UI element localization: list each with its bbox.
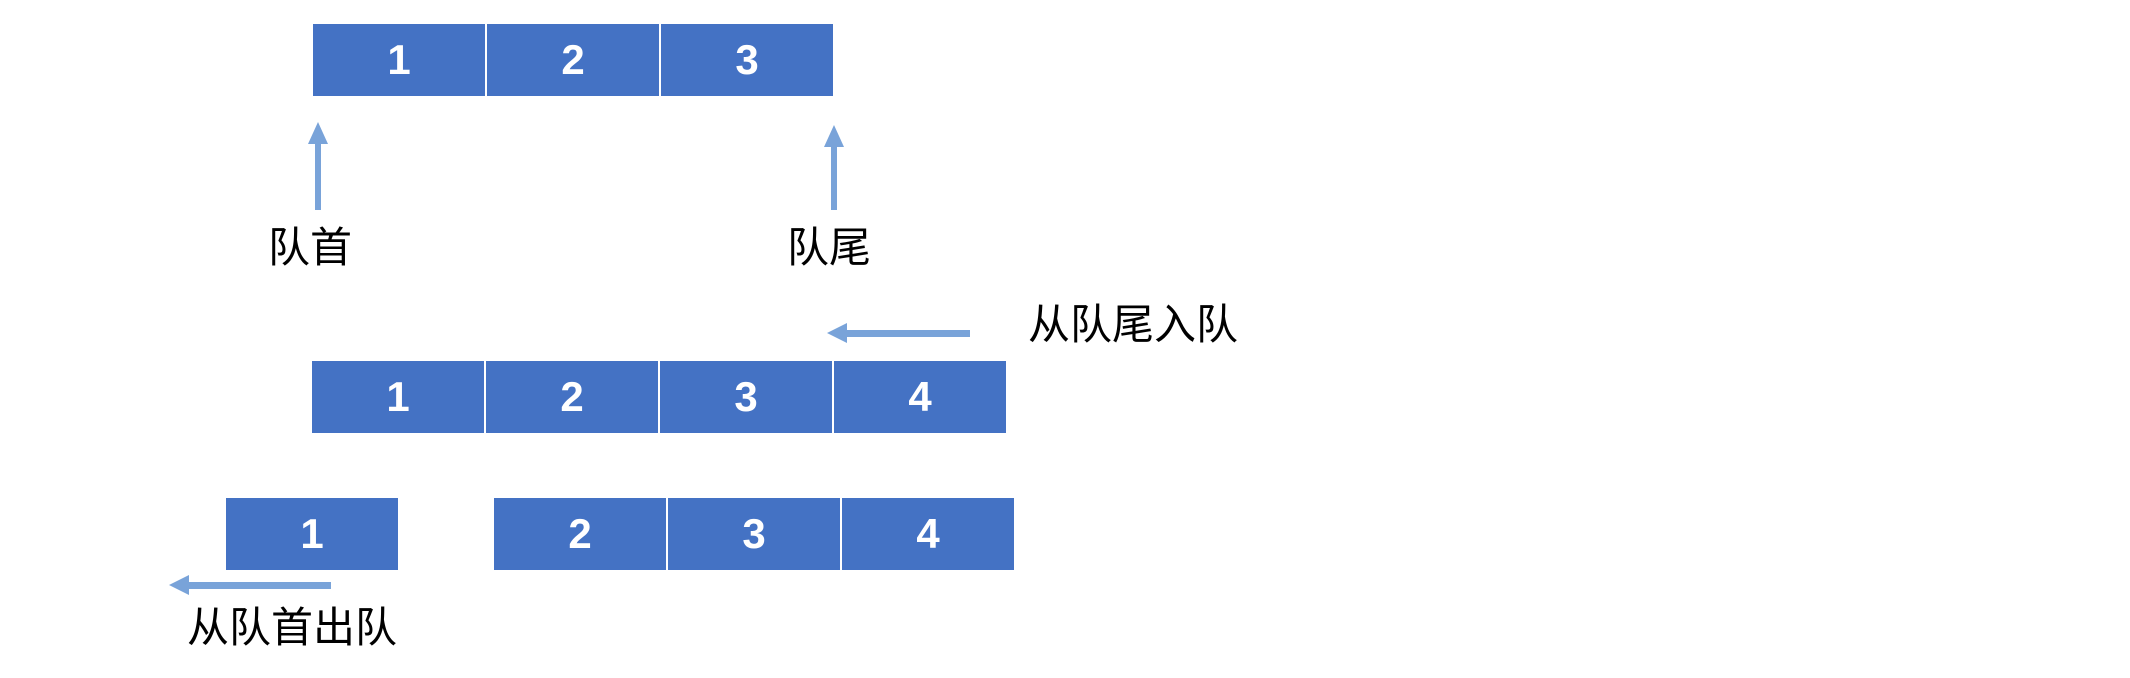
arrow-head <box>308 122 328 144</box>
dequeued-element-row: 1 <box>226 498 398 570</box>
queue-rear-label: 队尾 <box>787 224 872 271</box>
queue-cell: 3 <box>668 498 840 570</box>
queue-cell: 1 <box>313 24 485 96</box>
arrow-head <box>827 323 847 343</box>
front-pointer-up-arrow-icon <box>308 122 328 210</box>
enqueue-left-arrow-icon <box>827 323 970 343</box>
queue-cell: 3 <box>661 24 833 96</box>
dequeue-left-arrow-icon <box>169 575 331 595</box>
dequeued-cell: 1 <box>226 498 398 570</box>
enqueued-queue-row: 1 2 3 4 <box>312 361 1006 433</box>
arrow-shaft <box>189 581 331 589</box>
dequeue-label: 从队首出队 <box>187 604 398 651</box>
queue-cell: 2 <box>494 498 666 570</box>
initial-queue-row: 1 2 3 <box>313 24 833 96</box>
queue-cell: 2 <box>486 361 658 433</box>
queue-cell: 3 <box>660 361 832 433</box>
enqueue-label: 从队尾入队 <box>1028 301 1239 348</box>
queue-cell: 4 <box>842 498 1014 570</box>
rear-pointer-up-arrow-icon <box>824 125 844 210</box>
queue-front-label: 队首 <box>268 224 353 271</box>
arrow-head <box>169 575 189 595</box>
arrow-head <box>824 125 844 147</box>
arrow-shaft <box>847 329 970 337</box>
arrow-shaft <box>315 144 321 210</box>
queue-cell: 1 <box>312 361 484 433</box>
remaining-queue-row: 2 3 4 <box>494 498 1014 570</box>
queue-cell: 2 <box>487 24 659 96</box>
queue-cell: 4 <box>834 361 1006 433</box>
arrow-shaft <box>831 147 837 210</box>
